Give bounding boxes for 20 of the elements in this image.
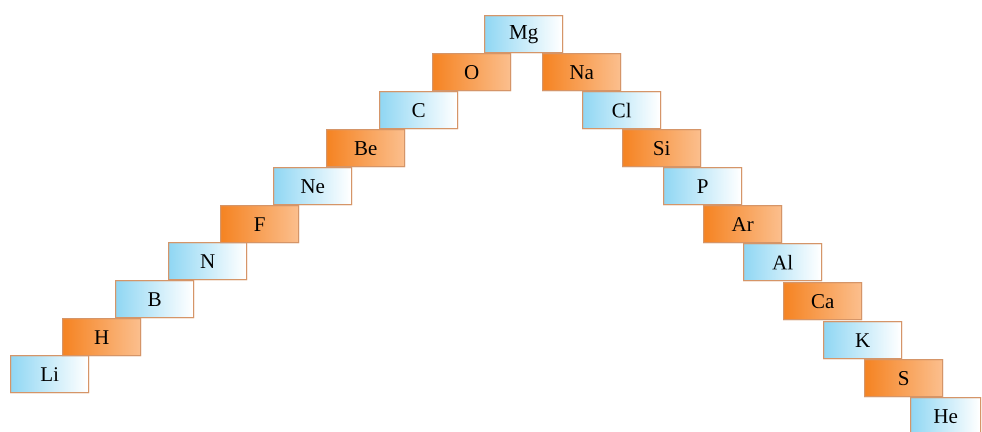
element-box: B (115, 280, 194, 318)
element-box: S (864, 359, 944, 398)
element-box: F (220, 205, 300, 244)
element-box: N (168, 242, 248, 280)
element-box: Li (10, 355, 90, 394)
element-box: O (432, 53, 512, 92)
element-box: He (910, 397, 982, 432)
element-box: Mg (484, 15, 564, 54)
element-box: K (823, 321, 902, 360)
element-box: Ar (703, 205, 782, 244)
element-box: Si (622, 129, 702, 168)
element-box: P (663, 167, 742, 206)
element-box: Na (542, 53, 622, 92)
element-box: Al (743, 243, 822, 282)
element-box: Ca (783, 282, 862, 320)
element-box: H (62, 318, 142, 356)
element-box: Be (326, 129, 406, 168)
element-box: C (379, 91, 458, 130)
element-box: Ne (273, 167, 352, 206)
element-box: Cl (582, 91, 662, 130)
